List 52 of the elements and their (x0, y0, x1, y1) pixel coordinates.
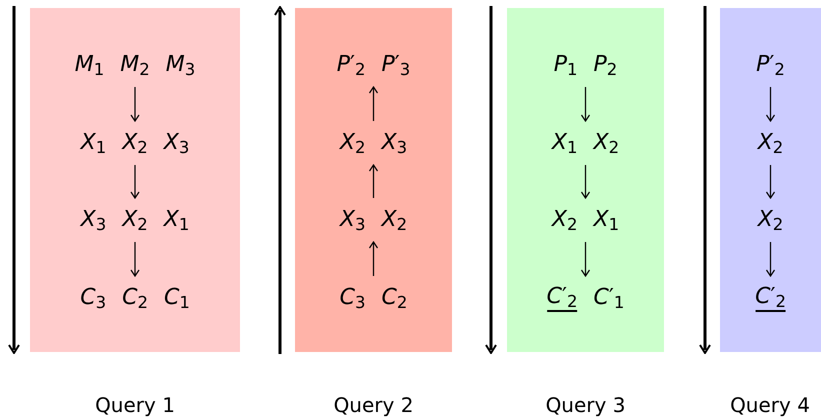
math-term: X$_{2}$ (758, 130, 784, 156)
math-term: P$_{2}$ (594, 52, 618, 78)
arrow (369, 164, 378, 198)
arrow (130, 87, 140, 122)
query-panel (295, 8, 452, 352)
math-term: C$_{2}$ (382, 285, 408, 311)
math-term: X$_{3}$ (80, 207, 106, 233)
math-term: X$_{3}$ (164, 130, 190, 156)
math-term: P$_{1}$ (554, 52, 578, 78)
arrow (766, 87, 775, 122)
math-term: C$_{3}$ (340, 285, 366, 311)
math-term: P′$_{3}$ (382, 52, 410, 78)
arrow (130, 242, 140, 278)
math-term: P′$_{2}$ (336, 52, 366, 78)
query-caption: Query 1 (95, 392, 175, 418)
query-caption: Query 2 (334, 392, 414, 418)
arrow (369, 86, 378, 121)
query-caption: Query 4 (730, 392, 810, 418)
arrow (766, 165, 775, 200)
query-panel (507, 8, 664, 352)
math-term: C$_{2}$ (122, 285, 148, 311)
math-term: X$_{2}$ (552, 207, 578, 233)
math-term: C′$_{1}$ (594, 285, 624, 311)
math-term: C$_{1}$ (164, 285, 190, 311)
math-term: X$_{2}$ (382, 207, 408, 233)
arrow (581, 165, 590, 200)
math-term: C$_{3}$ (80, 285, 106, 311)
arrow (581, 242, 590, 278)
underlined-term: C′$_{2}$ (755, 284, 786, 312)
math-term: M$_{1}$ (74, 52, 104, 78)
query-panel (30, 8, 240, 352)
math-term: X$_{1}$ (594, 207, 620, 233)
math-term: X$_{2}$ (340, 130, 366, 156)
math-term: X$_{2}$ (594, 130, 620, 156)
math-term: M$_{3}$ (166, 52, 196, 78)
math-term: X$_{1}$ (164, 207, 190, 233)
math-term: P′$_{2}$ (756, 52, 785, 78)
math-term: X$_{2}$ (122, 130, 148, 156)
query-caption: Query 3 (546, 392, 626, 418)
underlined-term: C′$_{2}$ (546, 284, 578, 312)
arrow (766, 242, 775, 278)
math-term: X$_{1}$ (552, 130, 578, 156)
math-term: M$_{2}$ (120, 52, 150, 78)
math-term: X$_{1}$ (80, 130, 106, 156)
arrow (581, 87, 590, 122)
arrow (369, 240, 378, 276)
query-panel (720, 8, 821, 352)
math-term: X$_{2}$ (122, 207, 148, 233)
math-term: X$_{2}$ (758, 207, 784, 233)
math-term: X$_{3}$ (340, 207, 366, 233)
math-term: X$_{3}$ (382, 130, 408, 156)
arrow (130, 165, 140, 200)
